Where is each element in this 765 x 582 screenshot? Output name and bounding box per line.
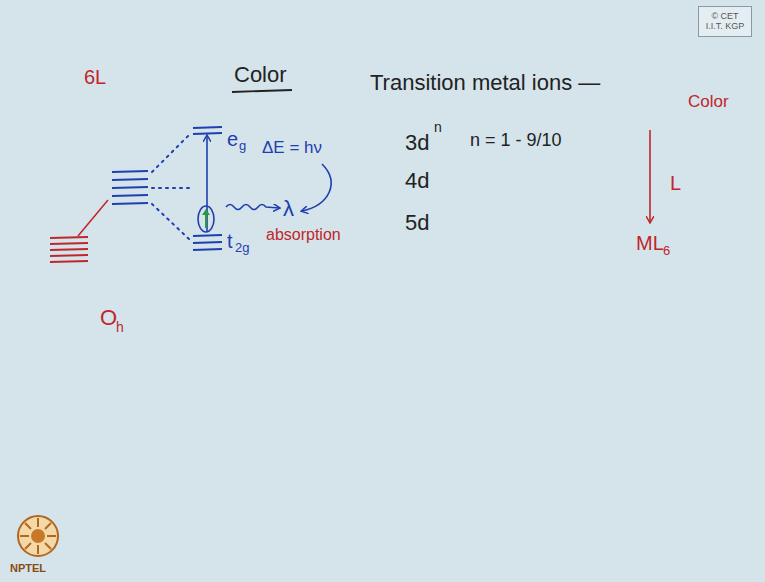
- logo-text: NPTEL: [10, 562, 46, 575]
- relation-arrow: [302, 164, 331, 211]
- level-label: e: [227, 128, 238, 151]
- subscript: h: [116, 319, 124, 335]
- t2g-levels: [193, 235, 222, 250]
- level-label: t: [227, 230, 233, 253]
- subscript: 6: [663, 244, 670, 259]
- subscript: 2g: [235, 241, 249, 256]
- ligand-arrow: [649, 130, 651, 222]
- ligand-label: L: [670, 172, 681, 195]
- complex-label: ML: [636, 232, 664, 255]
- light-wave-arrow: [226, 205, 279, 210]
- orbital-label: 4d: [405, 168, 429, 193]
- orbital-label: 5d: [405, 210, 429, 235]
- electron-arrow: [205, 210, 207, 228]
- copyright-text: © CET I.I.T. KGP: [703, 11, 747, 32]
- orbital-label: 3d: [405, 130, 429, 155]
- electron-count: n = 1 - 9/10: [470, 130, 562, 151]
- eg-levels: [193, 127, 222, 134]
- title-underline: [232, 90, 292, 92]
- electron-circle: [198, 206, 214, 232]
- nptel-logo: [18, 516, 58, 556]
- property-label: Color: [688, 92, 729, 112]
- process-label: absorption: [266, 226, 341, 244]
- heading: Color: [234, 62, 287, 87]
- correlation-lines: [152, 134, 190, 240]
- excitation-arrow: [206, 136, 208, 232]
- wavelength-symbol: λ: [283, 196, 294, 221]
- free-ion-levels: [50, 200, 108, 262]
- barycentre-levels: [112, 171, 148, 204]
- superscript: n: [434, 119, 442, 135]
- subscript: g: [239, 139, 246, 154]
- ligand-count: 6L: [84, 66, 106, 89]
- copyright-box: © CET I.I.T. KGP: [698, 6, 752, 37]
- energy-equation: ΔE = hν: [262, 138, 322, 158]
- symmetry-label: O: [100, 305, 117, 330]
- heading-note: Transition metal ions —: [370, 70, 600, 95]
